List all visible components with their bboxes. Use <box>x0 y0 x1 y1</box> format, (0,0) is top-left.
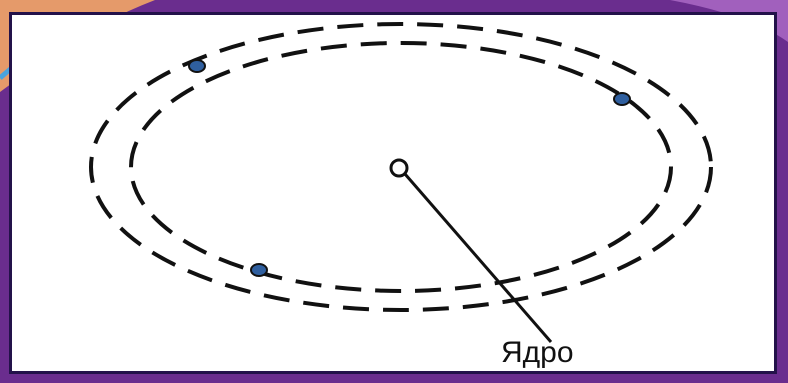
nucleus-label: Ядро <box>501 336 574 369</box>
electron-3 <box>251 264 267 276</box>
nucleus <box>391 160 407 176</box>
atom-diagram: Ядро <box>9 12 777 374</box>
electron-2 <box>614 93 630 105</box>
nucleus-pointer-line <box>405 174 551 342</box>
electron-1 <box>189 60 205 72</box>
